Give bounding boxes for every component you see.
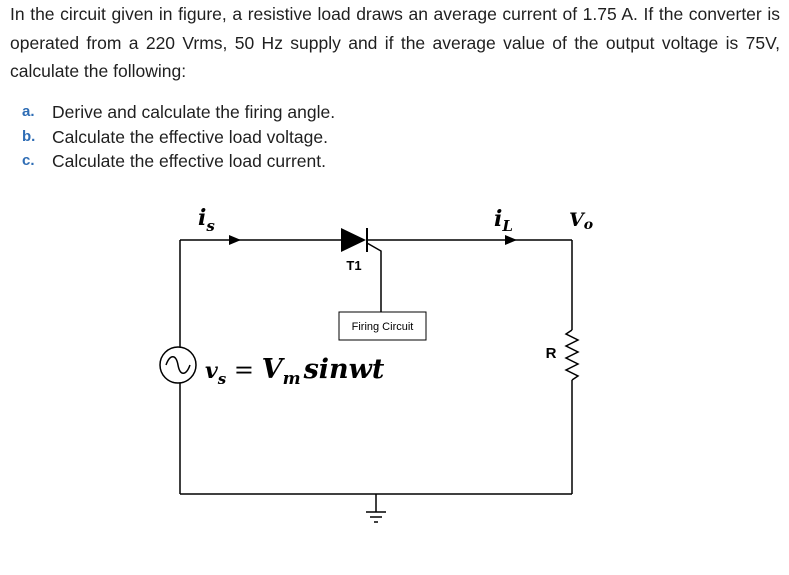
- firing-circuit-label: Firing Circuit: [352, 321, 414, 333]
- firing-circuit-box: [338, 311, 427, 341]
- thyristor-label: T1: [346, 258, 361, 273]
- eq-V: V: [262, 354, 286, 385]
- source-current-subscript: s: [206, 217, 215, 235]
- question-list: a. Derive and calculate the firing angle…: [22, 100, 335, 174]
- gate-lead: [366, 242, 382, 312]
- list-marker: a.: [22, 103, 35, 120]
- question-item-c: c. Calculate the effective load current.: [22, 149, 335, 174]
- list-marker: c.: [22, 152, 35, 169]
- eq-sign: =: [226, 356, 261, 384]
- source-current-symbol: i: [198, 205, 206, 231]
- eq-v-sub: s: [218, 370, 227, 388]
- output-voltage-subscript: o: [584, 217, 593, 233]
- load-current-subscript: L: [501, 217, 513, 235]
- question-text: Calculate the effective load voltage.: [52, 126, 328, 147]
- output-voltage-label: Vo: [569, 209, 593, 233]
- is-arrow-icon: [229, 235, 241, 245]
- load-current-label: iL: [494, 206, 513, 235]
- load-current-symbol: i: [494, 206, 502, 232]
- il-arrow-icon: [505, 235, 517, 245]
- ac-source-icon: [159, 346, 197, 384]
- thyristor-icon: [341, 228, 366, 252]
- eq-v: v: [205, 358, 218, 384]
- resistor-symbol: [564, 329, 580, 381]
- problem-statement: In the circuit given in figure, a resist…: [10, 4, 780, 81]
- eq-sinwt: sinwt: [303, 354, 385, 385]
- eq-m: m: [283, 369, 301, 389]
- sine-wave-icon: [165, 356, 191, 374]
- question-item-a: a. Derive and calculate the firing angle…: [22, 100, 335, 125]
- output-voltage-symbol: V: [569, 209, 586, 231]
- question-text: Calculate the effective load current.: [52, 151, 327, 171]
- resistor-label: R: [546, 345, 557, 362]
- source-current-label: is: [198, 205, 215, 235]
- question-item-b: b. Calculate the effective load voltage.: [22, 125, 335, 150]
- list-marker: b.: [22, 127, 36, 145]
- question-text: Derive and calculate the firing angle.: [52, 102, 336, 122]
